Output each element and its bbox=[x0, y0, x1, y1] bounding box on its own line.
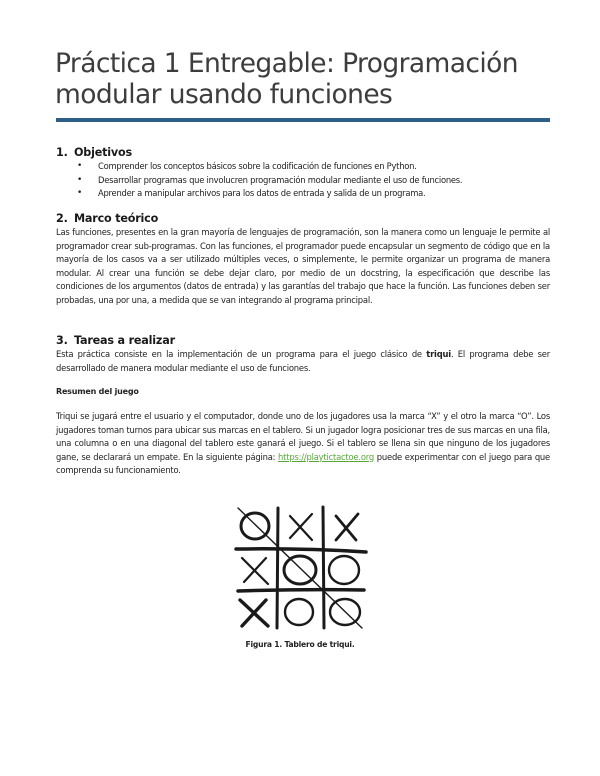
list-item: Comprender los conceptos básicos sobre l… bbox=[77, 160, 558, 174]
section-number: 1. bbox=[56, 146, 68, 159]
summary-text-tail: puede experimentar con el juego para que… bbox=[56, 451, 550, 476]
section-heading-marco-teorico: 2. Marco teórico bbox=[56, 212, 158, 225]
intro-bold-term: triqui bbox=[426, 349, 451, 359]
title-divider bbox=[56, 118, 550, 122]
section-title: Objetivos bbox=[74, 146, 132, 159]
intro-text-tail: . El programa debe ser desarrollado de m… bbox=[56, 349, 550, 373]
marco-teorico-paragraph: Las funciones, presentes en la gran mayo… bbox=[56, 227, 550, 305]
playtictactoe-link[interactable]: https://playtictactoe.org bbox=[278, 451, 374, 462]
section-heading-objetivos: 1. Objetivos bbox=[56, 146, 132, 159]
intro-text: Esta práctica consiste en la implementac… bbox=[56, 349, 427, 359]
page-title: Práctica 1 Entregable: Programación modu… bbox=[55, 48, 555, 110]
section-title: Tareas a realizar bbox=[74, 334, 175, 347]
resumen-paragraph: Triqui se jugará entre el usuario y el c… bbox=[56, 410, 550, 478]
title-line-1: Práctica 1 Entregable: Programación bbox=[55, 48, 519, 79]
summary-text: Triqui se jugará entre el usuario y el c… bbox=[56, 411, 550, 462]
tic-tac-toe-board-figure bbox=[234, 505, 368, 630]
section-heading-tareas: 3. Tareas a realizar bbox=[56, 334, 175, 347]
list-item: Aprender a manipular archivos para los d… bbox=[77, 187, 558, 201]
title-line-2: modular usando funciones bbox=[55, 79, 393, 110]
subheading-resumen: Resumen del juego bbox=[56, 387, 139, 396]
objectives-list: Comprender los conceptos básicos sobre l… bbox=[77, 160, 558, 201]
list-item: Desarrollar programas que involucren pro… bbox=[77, 174, 558, 188]
figure-caption: Figura 1. Tablero de triqui. bbox=[245, 640, 355, 649]
section-title: Marco teórico bbox=[74, 212, 159, 225]
section-number: 2. bbox=[56, 212, 68, 225]
section-number: 3. bbox=[56, 334, 68, 347]
tareas-intro-paragraph: Esta práctica consiste en la implementac… bbox=[56, 348, 550, 375]
